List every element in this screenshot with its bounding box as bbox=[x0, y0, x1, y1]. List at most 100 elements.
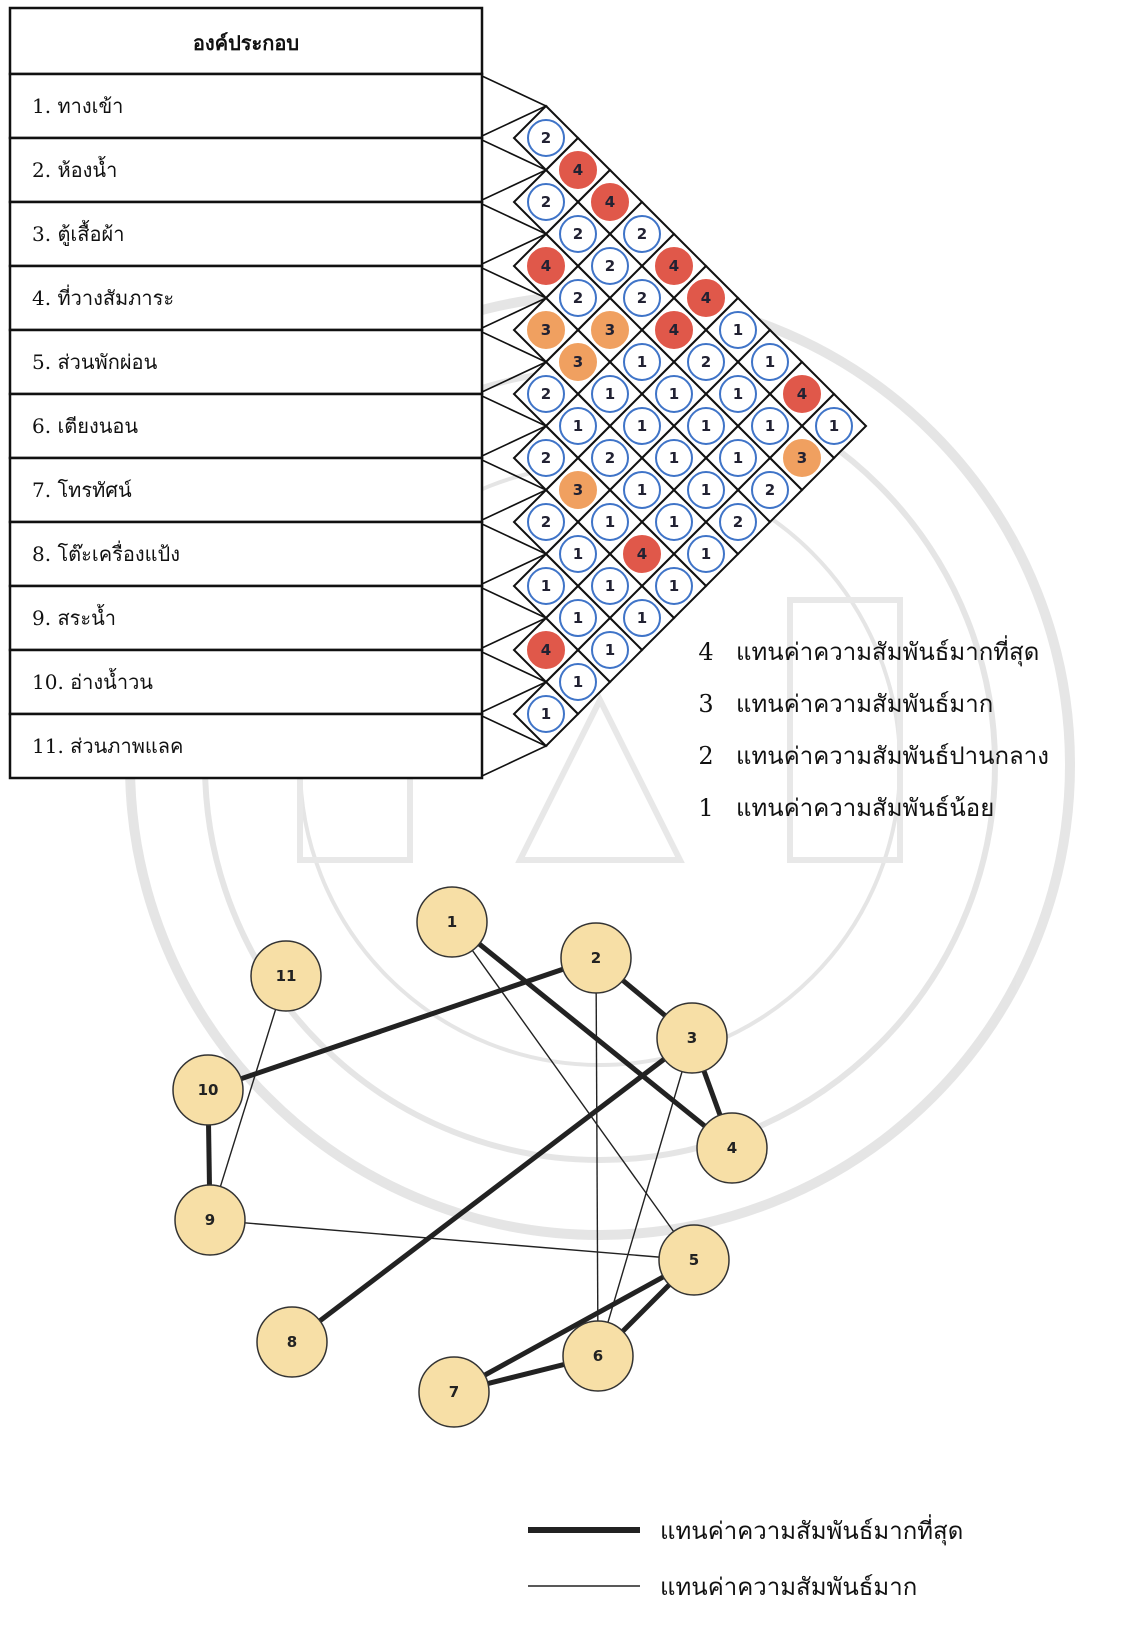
table-row-label: 5. ส่วนพักผ่อน bbox=[32, 350, 158, 374]
matrix-value-circle bbox=[559, 343, 597, 381]
matrix-value-circle bbox=[559, 471, 597, 509]
matrix-value-circle bbox=[687, 471, 725, 509]
graph-node-circle bbox=[658, 1224, 730, 1296]
graph-node-circle bbox=[696, 1112, 768, 1184]
matrix-value-label: 2 bbox=[605, 257, 615, 275]
matrix-value-circle bbox=[623, 535, 661, 573]
graph-edge-3-6 bbox=[597, 1037, 693, 1357]
graph-node-1: 1 bbox=[416, 886, 488, 958]
graph-edge-2-6 bbox=[595, 957, 599, 1357]
matrix-value-label: 1 bbox=[541, 705, 551, 723]
matrix-value-label: 1 bbox=[605, 641, 615, 659]
matrix-value-circle bbox=[527, 503, 565, 541]
graph-node-circle bbox=[656, 1002, 728, 1074]
matrix-value-label: 1 bbox=[637, 481, 647, 499]
graph-edge-5-7 bbox=[452, 1257, 696, 1395]
matrix-value-label: 1 bbox=[669, 513, 679, 531]
matrix-value-label: 1 bbox=[573, 545, 583, 563]
matrix-value-circle bbox=[527, 311, 565, 349]
matrix-value-circle bbox=[623, 343, 661, 381]
table-row-label: 8. โต๊ะเครื่องแป้ง bbox=[32, 540, 180, 566]
matrix-cell: 1 bbox=[512, 680, 580, 748]
matrix-cell: 1 bbox=[672, 456, 740, 524]
matrix-value-circle bbox=[591, 567, 629, 605]
matrix-value-label: 2 bbox=[541, 449, 551, 467]
table-row-cell bbox=[8, 712, 484, 780]
graph-node-label: 10 bbox=[198, 1081, 219, 1099]
matrix-value-circle bbox=[815, 407, 853, 445]
graph-edge-1-5 bbox=[451, 921, 695, 1261]
matrix-value-label: 2 bbox=[605, 449, 615, 467]
matrix-value-circle bbox=[591, 183, 629, 221]
matrix-value-label: 1 bbox=[829, 417, 839, 435]
graph-node-circle bbox=[560, 922, 632, 994]
matrix-value-circle bbox=[591, 503, 629, 541]
matrix-value-circle bbox=[623, 215, 661, 253]
matrix-value-label: 1 bbox=[733, 449, 743, 467]
legend-line-label: แทนค่าความสัมพันธ์มากที่สุด bbox=[660, 1514, 963, 1546]
matrix-value-circle bbox=[687, 407, 725, 445]
table-row-label: 3. ตู้เสื้อผ้า bbox=[32, 220, 124, 247]
graph-node-circle bbox=[562, 1320, 634, 1392]
matrix-value-circle bbox=[559, 535, 597, 573]
relationship-matrix: 2442441141222242113423111133111212123121… bbox=[481, 75, 868, 777]
matrix-value-circle bbox=[591, 375, 629, 413]
graph-node-label: 4 bbox=[727, 1139, 737, 1157]
graph-node-circle bbox=[416, 886, 488, 958]
legend-value: 2 bbox=[698, 742, 713, 770]
matrix-value-label: 1 bbox=[573, 673, 583, 691]
matrix-value-label: 1 bbox=[733, 385, 743, 403]
table-row-label: 6. เตียงนอน bbox=[32, 414, 138, 438]
graph-node-label: 1 bbox=[447, 913, 457, 931]
matrix-value-label: 4 bbox=[797, 385, 807, 403]
matrix-value-label: 1 bbox=[605, 513, 615, 531]
matrix-value-label: 1 bbox=[669, 385, 679, 403]
graph-node-circle bbox=[172, 1054, 244, 1126]
matrix-value-label: 3 bbox=[541, 321, 551, 339]
matrix-value-circle bbox=[559, 215, 597, 253]
matrix-value-label: 1 bbox=[637, 417, 647, 435]
matrix-value-circle bbox=[655, 503, 693, 541]
matrix-value-circle bbox=[687, 343, 725, 381]
matrix-value-circle bbox=[559, 599, 597, 637]
matrix-value-label: 1 bbox=[605, 385, 615, 403]
graph-node-circle bbox=[174, 1184, 246, 1256]
matrix-value-label: 1 bbox=[637, 609, 647, 627]
legend-value: 1 bbox=[698, 794, 713, 822]
matrix-value-circle bbox=[783, 375, 821, 413]
matrix-value-circle bbox=[623, 599, 661, 637]
matrix-value-label: 1 bbox=[541, 577, 551, 595]
graph-node-10: 10 bbox=[172, 1054, 244, 1126]
graph-node-4: 4 bbox=[696, 1112, 768, 1184]
table-row-cell bbox=[8, 72, 484, 140]
table-row-label: 9. สระน้ำ bbox=[32, 604, 116, 630]
matrix-value-label: 2 bbox=[541, 129, 551, 147]
matrix-value-circle bbox=[591, 247, 629, 285]
table-row-label: 1. ทางเข้า bbox=[32, 94, 123, 118]
matrix-value-label: 2 bbox=[733, 513, 743, 531]
matrix-value-circle bbox=[719, 439, 757, 477]
matrix-value-label: 1 bbox=[669, 577, 679, 595]
components-table: องค์ประกอบ 1. ทางเข้า2. ห้องน้ำ3. ตู้เสื… bbox=[8, 6, 484, 780]
legend-value: 4 bbox=[698, 638, 713, 666]
table-row-label: 11. ส่วนภาพแลค bbox=[32, 734, 183, 758]
matrix-value-circle bbox=[751, 407, 789, 445]
table-row-label: 2. ห้องน้ำ bbox=[32, 156, 117, 182]
matrix-value-label: 2 bbox=[701, 353, 711, 371]
legend-line-label: แทนค่าความสัมพันธ์มาก bbox=[660, 1573, 917, 1601]
matrix-value-circle bbox=[559, 279, 597, 317]
graph-node-label: 11 bbox=[276, 967, 297, 985]
matrix-value-circle bbox=[655, 311, 693, 349]
graph-node-5: 5 bbox=[658, 1224, 730, 1296]
table-row-cell bbox=[8, 136, 484, 204]
matrix-value-circle bbox=[655, 567, 693, 605]
matrix-value-circle bbox=[783, 439, 821, 477]
matrix-value-circle bbox=[591, 439, 629, 477]
matrix-value-label: 2 bbox=[765, 481, 775, 499]
matrix-value-label: 1 bbox=[573, 417, 583, 435]
legend-label: แทนค่าความสัมพันธ์มากที่สุด bbox=[736, 635, 1039, 667]
graph-edge-9-11 bbox=[209, 975, 287, 1221]
matrix-value-label: 2 bbox=[573, 225, 583, 243]
